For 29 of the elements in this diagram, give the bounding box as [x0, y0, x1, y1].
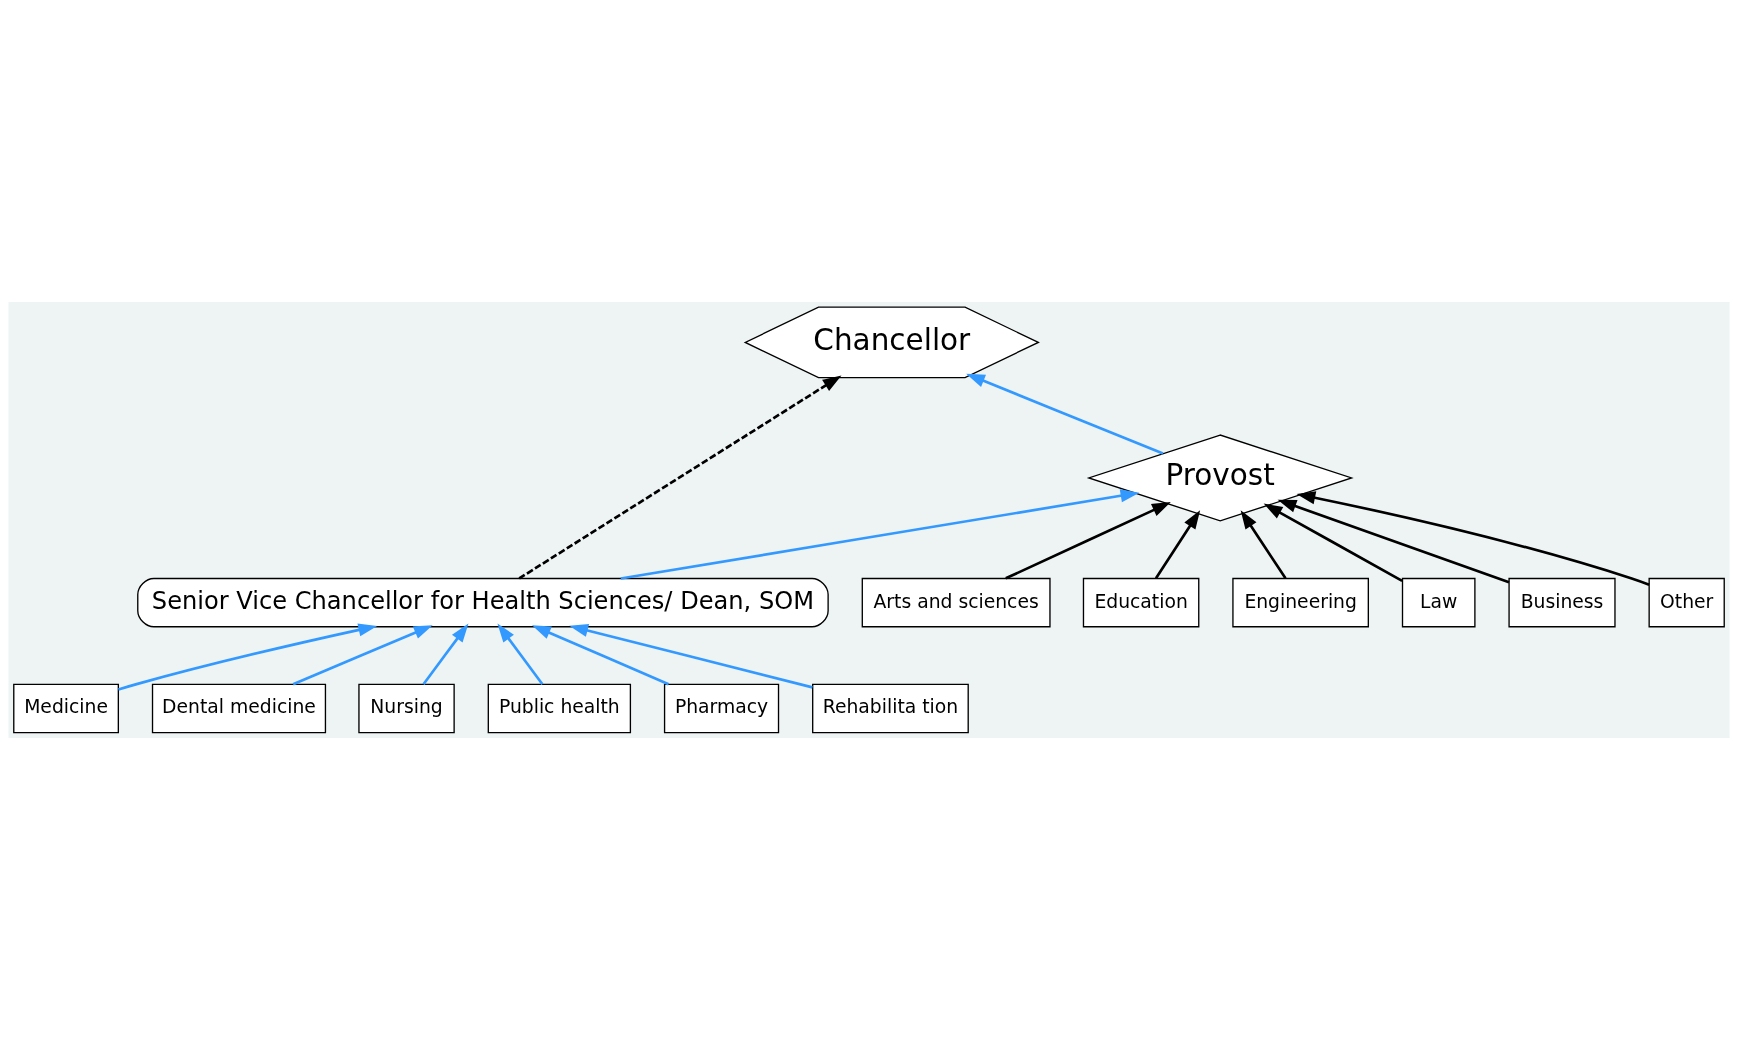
node-box: Dental medicine [151, 683, 327, 733]
arrow [422, 623, 469, 685]
node-box: Pharmacy [663, 683, 780, 733]
node-diamond: Provost [1086, 433, 1354, 522]
node-box: Business [1508, 577, 1616, 627]
node-box: Arts and sciences [861, 577, 1051, 627]
node-box: Education [1082, 577, 1200, 627]
arrow [497, 623, 544, 685]
node-box: Public health [487, 683, 632, 733]
arrow [1154, 509, 1201, 579]
node-box: Medicine [13, 683, 119, 733]
arrow [620, 488, 1140, 580]
arrow [292, 624, 433, 685]
arrow [518, 374, 842, 580]
node-box: Engineering [1232, 577, 1369, 627]
node-box: Senior Vice Chancellor for Health Sciences/ Dean, SOM [137, 577, 829, 627]
node-box: Law [1401, 577, 1476, 627]
arrow [1296, 490, 1650, 586]
arrow [1005, 501, 1171, 580]
node-box: Other [1648, 577, 1725, 627]
arrow [966, 373, 1164, 455]
arrow [1240, 509, 1287, 579]
node-box: Nursing [358, 683, 455, 733]
arrow [1263, 503, 1403, 582]
arrow [118, 623, 378, 691]
arrow [569, 623, 813, 689]
arrow [1277, 499, 1510, 584]
arrow [532, 624, 670, 685]
node-box: Rehabilita tion [812, 683, 969, 733]
